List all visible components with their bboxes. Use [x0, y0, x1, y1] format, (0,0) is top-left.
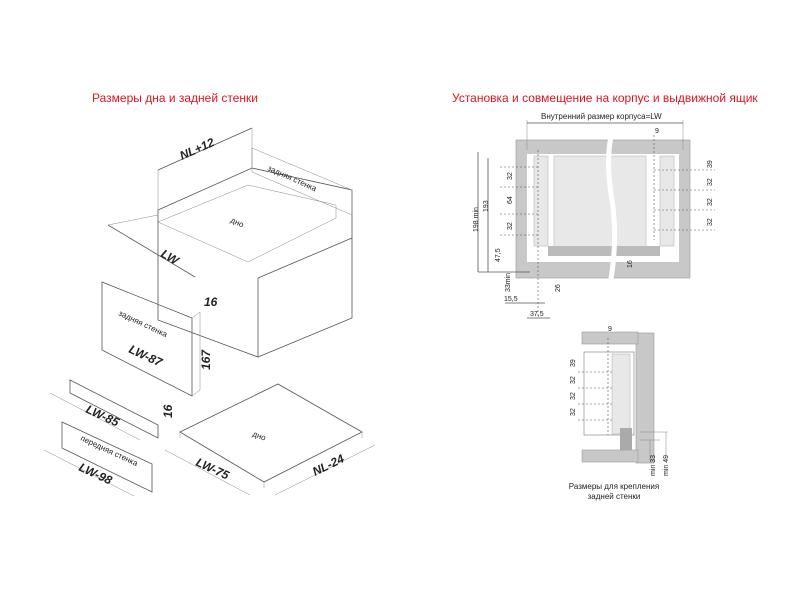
dim-32-right-c: 32: [707, 218, 714, 226]
dim-32-b: 32: [507, 222, 514, 230]
dim-9: 9: [655, 128, 659, 135]
dim-39-bottom: 39: [570, 359, 577, 367]
dim-198-min: 198 min: [473, 207, 480, 232]
dim-32-bottom-b: 32: [570, 392, 577, 400]
dim-64: 64: [507, 196, 514, 204]
caption-line-1: Размеры для крепления: [569, 482, 659, 491]
dim-min-33: min 33: [650, 455, 657, 476]
dim-32-right-b: 32: [707, 198, 714, 206]
dim-9-bottom: 9: [608, 326, 612, 333]
label-back-wall-top: задняя стенка: [266, 164, 318, 194]
front-rail: [69, 379, 159, 439]
dim-32-a: 32: [507, 172, 514, 180]
label-thickness-back: 16: [204, 295, 218, 309]
left-heading: Размеры дна и задней стенки: [92, 91, 258, 105]
dim-16: 16: [627, 260, 634, 268]
dim-15-5: 15,5: [504, 296, 518, 303]
label-nl-plus-12: NL+12: [178, 135, 217, 163]
right-heading: Установка и совмещение на корпус и выдви…: [452, 91, 758, 105]
dim-26: 26: [555, 284, 562, 292]
back-wall-panel: [101, 281, 201, 397]
dim-32-bottom-c: 32: [570, 408, 577, 416]
dim-32-bottom-a: 32: [570, 376, 577, 384]
back-wall-mounting-view: [578, 331, 668, 464]
dim-33-min: 33min: [505, 273, 512, 292]
dim-37-5: 37,5: [530, 311, 544, 318]
cabinet-drawing: [107, 127, 353, 358]
front-wall-panel: [61, 421, 153, 493]
dim-32-right-a: 32: [707, 178, 714, 186]
dim-47-5: 47,5: [495, 248, 502, 262]
dim-39-right: 39: [707, 160, 714, 168]
dim-193: 193: [483, 200, 490, 212]
label-bottom-top: дно: [229, 216, 246, 230]
label-lw-85: LW-85: [84, 402, 122, 430]
label-back-wall-panel: задняя стенка: [117, 309, 169, 340]
label-thickness-front: 16: [161, 404, 175, 418]
installation-top-view: [477, 120, 715, 319]
dim-min-49: min 49: [663, 455, 670, 476]
caption-line-2: задней стенки: [588, 492, 641, 501]
label-height-167: 167: [199, 349, 213, 370]
label-lw: LW: [159, 246, 183, 268]
label-bottom-panel: дно: [251, 429, 267, 442]
dim-inner-size: Внутренний размер корпуса=LW: [541, 112, 662, 121]
